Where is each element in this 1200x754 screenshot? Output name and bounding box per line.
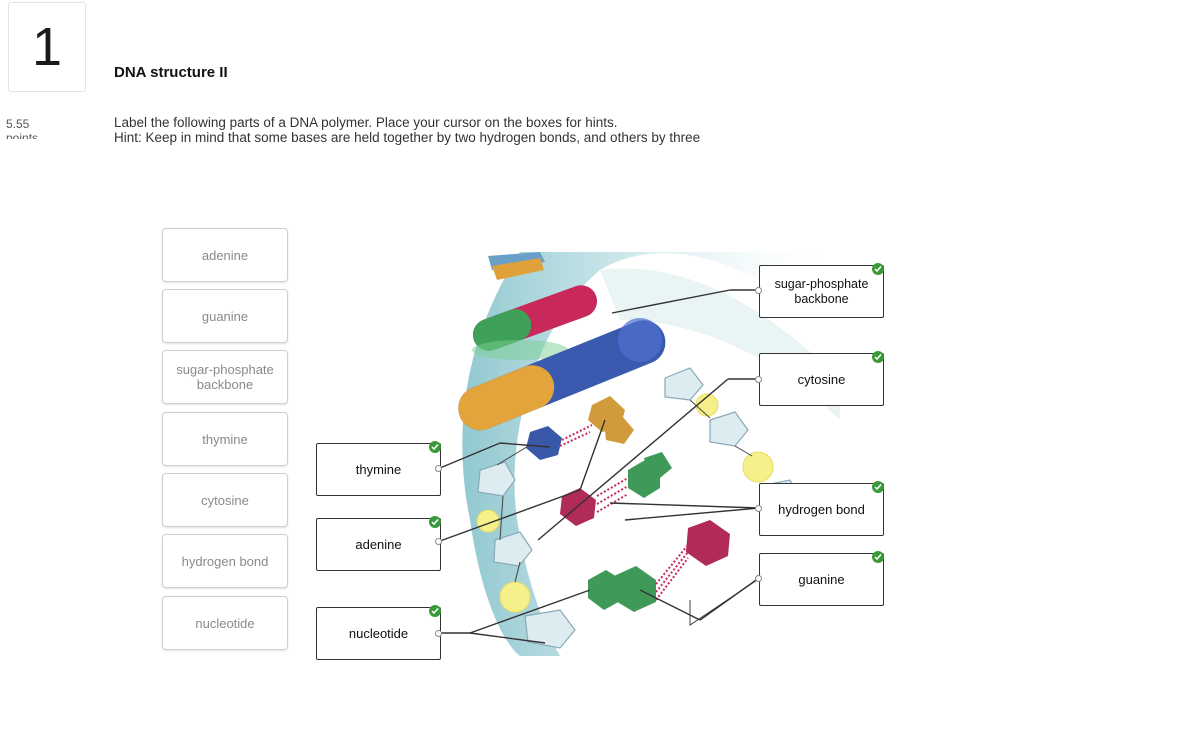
- drop-zone-label: sugar-phosphate backbone: [774, 276, 869, 306]
- bank-label-sugar-phosphate-backbone[interactable]: sugar-phosphate backbone: [162, 350, 288, 404]
- drop-zone-label: nucleotide: [348, 626, 409, 641]
- correct-check-icon: [872, 481, 884, 493]
- drop-zone-label: thymine: [355, 462, 402, 477]
- leader-lines: [439, 289, 760, 644]
- anchor-dot: [435, 630, 442, 637]
- bank-label-adenine[interactable]: adenine: [162, 228, 288, 282]
- question-number: 1: [31, 17, 63, 77]
- correct-check-icon: [872, 263, 884, 275]
- drop-zone-label: guanine: [798, 572, 845, 587]
- drop-zone-cytosine[interactable]: cytosine: [759, 353, 884, 406]
- anchor-dot: [755, 505, 762, 512]
- anchor-dot: [435, 465, 442, 472]
- anchor-dot: [755, 287, 762, 294]
- bank-label-guanine[interactable]: guanine: [162, 289, 288, 343]
- instruction-line-1: Label the following parts of a DNA polym…: [114, 115, 618, 130]
- question-title: DNA structure II: [114, 64, 228, 81]
- anchor-dot: [435, 538, 442, 545]
- top-rods: [488, 252, 545, 280]
- thymine-base: [526, 426, 562, 460]
- correct-check-icon: [429, 516, 441, 528]
- bank-label-thymine[interactable]: thymine: [162, 412, 288, 466]
- drop-zone-label: adenine: [355, 537, 402, 552]
- bank-label-hydrogen-bond[interactable]: hydrogen bond: [162, 534, 288, 588]
- drop-zone-guanine[interactable]: guanine: [759, 553, 884, 606]
- question-instructions: Label the following parts of a DNA polym…: [114, 115, 814, 145]
- guanine-base-1: [628, 452, 672, 498]
- cylinder-gold-blue: [458, 318, 666, 431]
- drop-zone-hydrogen-bond[interactable]: hydrogen bond: [759, 483, 884, 536]
- correct-check-icon: [429, 605, 441, 617]
- correct-check-icon: [429, 441, 441, 453]
- bank-label-nucleotide[interactable]: nucleotide: [162, 596, 288, 650]
- correct-check-icon: [872, 351, 884, 363]
- drop-zone-adenine[interactable]: adenine: [316, 518, 441, 571]
- hydrogen-bonds: [559, 424, 689, 601]
- cylinder-green-red: [472, 285, 598, 360]
- phosphate-spheres: [476, 393, 774, 613]
- drop-zone-sugar-phosphate-backbone[interactable]: sugar-phosphate backbone: [759, 265, 884, 318]
- drop-zone-label: hydrogen bond: [778, 502, 865, 517]
- drop-zone-nucleotide[interactable]: nucleotide: [316, 607, 441, 660]
- question-number-box: 1: [8, 2, 86, 92]
- adenine-base: [588, 396, 634, 444]
- backbone-ribbon-back: [600, 268, 840, 420]
- drop-zone-label: cytosine: [797, 372, 846, 387]
- cytosine-base-2: [686, 520, 730, 566]
- points-label: points: [6, 131, 39, 139]
- points-indicator: 5.55 points: [6, 117, 66, 139]
- points-value: 5.55: [6, 117, 30, 131]
- bank-label-cytosine[interactable]: cytosine: [162, 473, 288, 527]
- instruction-line-2: Hint: Keep in mind that some bases are h…: [114, 130, 701, 145]
- drop-zone-thymine[interactable]: thymine: [316, 443, 441, 496]
- anchor-dot: [755, 376, 762, 383]
- anchor-dot: [755, 575, 762, 582]
- guanine-base-2: [588, 566, 656, 612]
- correct-check-icon: [872, 551, 884, 563]
